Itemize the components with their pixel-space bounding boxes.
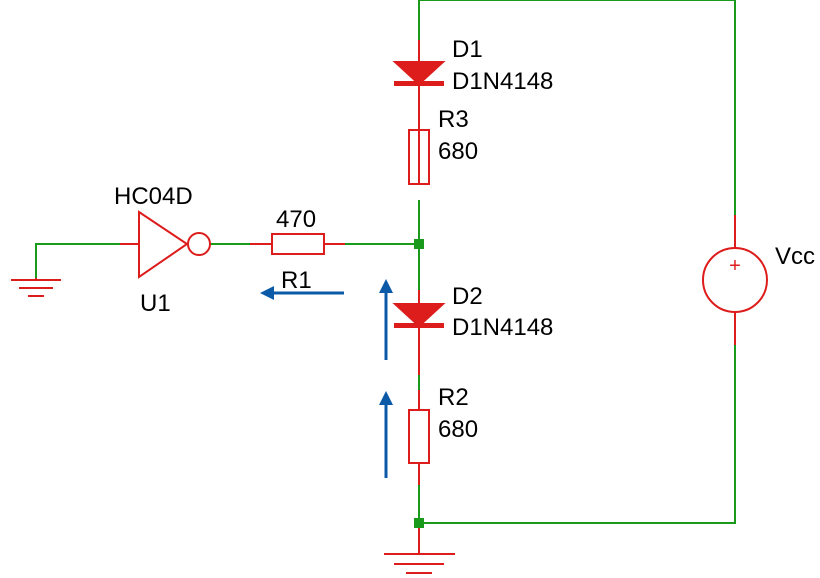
junction-node bbox=[414, 239, 424, 249]
current-arrow-icon bbox=[260, 286, 344, 300]
voltage-source-icon[interactable] bbox=[702, 215, 768, 345]
wire-top-rail bbox=[418, 0, 736, 215]
u1-ref-label: U1 bbox=[140, 290, 171, 317]
vcc-ref-label: Vcc bbox=[775, 243, 815, 270]
current-arrow-icon bbox=[379, 279, 393, 360]
ground-icon bbox=[384, 523, 455, 574]
d1-part-label: D1N4148 bbox=[452, 68, 553, 95]
current-arrow-icon bbox=[379, 391, 393, 478]
resistor-icon[interactable] bbox=[250, 233, 345, 255]
wires bbox=[35, 0, 736, 524]
r3-ref-label: R3 bbox=[438, 106, 469, 133]
r2-value-label: 680 bbox=[438, 416, 478, 443]
r1-ref-label: R1 bbox=[281, 267, 312, 294]
r1-value-label: 470 bbox=[276, 206, 316, 233]
vcc-plus-sign: + bbox=[729, 255, 741, 277]
components bbox=[120, 40, 768, 485]
resistor-icon[interactable] bbox=[408, 390, 430, 485]
d2-ref-label: D2 bbox=[452, 283, 483, 310]
d2-part-label: D1N4148 bbox=[452, 314, 553, 341]
diode-icon[interactable] bbox=[392, 290, 446, 375]
wire-bottom-rail bbox=[419, 345, 736, 524]
ground-icon bbox=[11, 278, 61, 297]
resistor-icon[interactable] bbox=[408, 129, 430, 185]
diode-icon[interactable] bbox=[392, 40, 446, 130]
u1-part-label: HC04D bbox=[114, 183, 193, 210]
r3-value-label: 680 bbox=[438, 138, 478, 165]
d1-ref-label: D1 bbox=[452, 36, 483, 63]
wire-ground-to-inverter bbox=[35, 243, 120, 278]
inverter-icon[interactable] bbox=[120, 210, 211, 279]
junction-node bbox=[414, 518, 424, 528]
r2-ref-label: R2 bbox=[438, 384, 469, 411]
